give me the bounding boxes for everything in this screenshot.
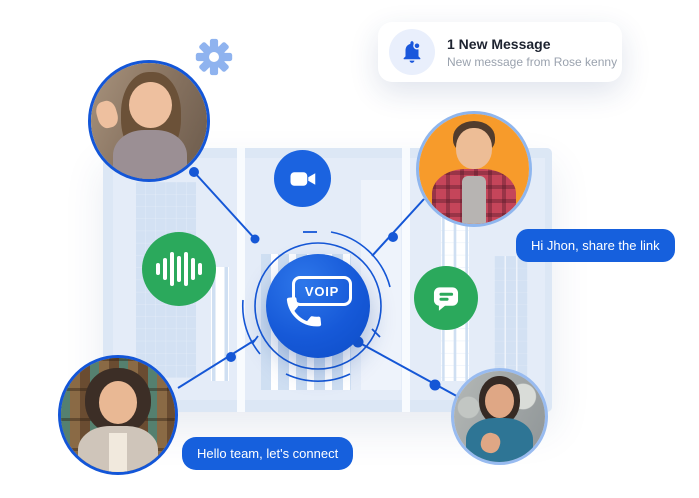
video-camera-icon[interactable] bbox=[274, 150, 331, 207]
connector-dot bbox=[226, 352, 236, 362]
participant-avatar-bottom-left[interactable] bbox=[58, 355, 178, 475]
video-camera-glyph bbox=[290, 171, 315, 186]
connector-bottom-right bbox=[357, 341, 463, 400]
avatar-art-layer bbox=[98, 380, 138, 425]
connector-bottom-left bbox=[177, 339, 256, 389]
ring-tick bbox=[251, 335, 259, 345]
hub-arc bbox=[241, 299, 261, 355]
voip-label-badge: VOIP bbox=[292, 276, 352, 306]
connector-top-right bbox=[371, 198, 425, 257]
notification-texts: 1 New Message New message from Rose kenn… bbox=[447, 36, 617, 69]
bell-icon-wrap bbox=[389, 29, 435, 75]
building-silhouette bbox=[203, 258, 237, 390]
audio-waveform-icon[interactable] bbox=[142, 232, 216, 306]
connector-dot bbox=[429, 379, 441, 391]
avatar-photo-illustration bbox=[91, 63, 207, 179]
connector-dot bbox=[250, 234, 260, 244]
avatar-art-layer bbox=[108, 433, 128, 472]
avatar-art-layer bbox=[129, 81, 173, 128]
notification-subtitle: New message from Rose kenny bbox=[447, 54, 618, 69]
participant-avatar-top-left[interactable] bbox=[88, 60, 210, 182]
hub-arc bbox=[285, 373, 351, 382]
connector-dot bbox=[388, 232, 398, 242]
avatar-art-layer bbox=[456, 128, 492, 169]
chat-message-icon[interactable] bbox=[414, 266, 478, 330]
building-silhouette bbox=[483, 244, 539, 390]
notification-title: 1 New Message bbox=[447, 35, 551, 52]
connector-top-left bbox=[193, 171, 256, 240]
chat-bubble-right[interactable]: Hi Jhon, share the link bbox=[516, 229, 675, 262]
notification-toast[interactable]: 1 New Message New message from Rose kenn… bbox=[378, 22, 622, 82]
chat-bubble-bottom-left[interactable]: Hello team, let's connect bbox=[182, 437, 354, 470]
participant-avatar-bottom-right[interactable] bbox=[451, 368, 548, 465]
avatar-photo-illustration bbox=[419, 114, 529, 224]
avatar-art-layer bbox=[113, 130, 188, 179]
avatar-art-layer bbox=[484, 383, 515, 419]
ring-tick bbox=[371, 328, 381, 338]
bell-icon bbox=[403, 41, 421, 63]
avatar-photo-illustration bbox=[454, 371, 545, 462]
hub-ring bbox=[254, 242, 382, 370]
avatar-art-layer bbox=[461, 175, 487, 224]
panel-divider bbox=[237, 148, 245, 412]
participant-avatar-top-right[interactable] bbox=[416, 111, 532, 227]
waveform-bars bbox=[156, 252, 202, 286]
chat-bubble-glyph bbox=[433, 287, 459, 311]
avatar-photo-illustration bbox=[61, 358, 175, 472]
voip-phone-icon[interactable] bbox=[266, 254, 370, 358]
voip-label: VOIP bbox=[304, 283, 340, 299]
panel-divider bbox=[402, 148, 410, 412]
hub-arc bbox=[330, 231, 391, 288]
